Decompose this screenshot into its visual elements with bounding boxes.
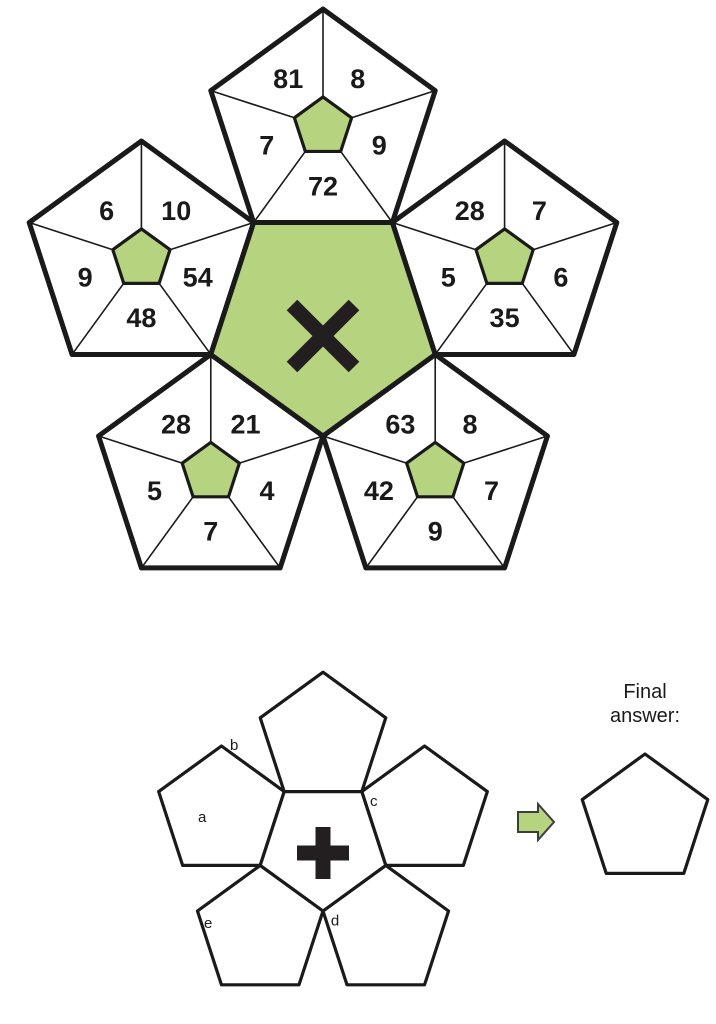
- petal-cell-value: 7: [203, 517, 218, 547]
- petal-cell-value: 10: [161, 196, 191, 226]
- petal-right: 5 35 6 7 28: [389, 138, 620, 357]
- petal-bottom-right: 63 42 9 7 8: [320, 351, 550, 571]
- vertex-label-d: d: [331, 913, 339, 930]
- vertex-label-b: b: [230, 737, 238, 754]
- petal-cell-value: 8: [350, 64, 365, 94]
- petal-spoke: [71, 282, 125, 355]
- vertex-label-c: c: [370, 793, 378, 810]
- petal-cell-value: 6: [553, 262, 568, 292]
- petal-spoke: [239, 435, 324, 464]
- petal-cell-value: 5: [147, 476, 162, 506]
- petal-top: 72 9 8 81 7: [208, 6, 438, 226]
- plus-icon: [297, 827, 349, 879]
- petal-cell-value: 9: [372, 130, 387, 160]
- petal-cell-value: 9: [78, 262, 93, 292]
- petal-cell-value: 7: [259, 130, 274, 160]
- petal-cell-value: 9: [428, 517, 443, 547]
- petal-cell-value: 7: [484, 476, 499, 506]
- petal-cell-value: 54: [183, 262, 213, 292]
- petal-spoke: [340, 150, 394, 224]
- petal-cell-value: 8: [462, 410, 477, 440]
- petal-spoke: [140, 496, 194, 569]
- petal-spoke: [252, 150, 306, 224]
- petal-hub-pentagon: [180, 440, 241, 499]
- arrow-right-icon: [517, 801, 556, 843]
- petal-cell-value: 4: [260, 476, 275, 506]
- petal-cell-value: 35: [490, 303, 520, 333]
- vertex-label-e: e: [204, 915, 212, 932]
- final-answer-group: Final answer:: [517, 681, 710, 876]
- petal-cell-value: 28: [455, 196, 485, 226]
- petal-cell-value: 21: [231, 410, 261, 440]
- petal-spoke: [227, 496, 281, 569]
- petal-spoke: [98, 435, 183, 464]
- final-answer-label-line2: answer:: [610, 705, 680, 727]
- final-answer-label-line1: Final: [623, 681, 666, 703]
- petal-cell-value: 48: [126, 303, 156, 333]
- petal-spoke: [210, 89, 295, 119]
- petal-spoke: [452, 496, 506, 569]
- petal-cell-value: 72: [308, 171, 338, 201]
- petal-spoke: [28, 221, 114, 251]
- petal-left: 54 10 6 9 48: [26, 138, 257, 357]
- petal-cell-value: 28: [161, 410, 191, 440]
- petal-spoke: [169, 221, 254, 251]
- petal-cell-value: 81: [273, 64, 303, 94]
- top-figure-multiply: 72 9 8 81 7 54 10 6 9 48 5 35 6 7 28 21 28 5 7 4 63 42 9 7 8: [26, 6, 620, 571]
- petal-spoke: [463, 435, 548, 464]
- petal-spoke: [392, 221, 477, 251]
- petal-cell-value: 7: [532, 196, 547, 226]
- vertex-label-a: a: [198, 809, 207, 826]
- petal-cell-value: 63: [385, 410, 415, 440]
- bottom-figure-plus: a b c d e: [157, 670, 489, 987]
- petal-cell-value: 42: [364, 476, 394, 506]
- petal-spoke: [521, 282, 575, 355]
- petal-spoke: [532, 221, 618, 251]
- petal-spoke: [158, 282, 212, 355]
- final-answer-pentagon[interactable]: [580, 752, 710, 876]
- answer-petal-top[interactable]: [258, 670, 388, 794]
- petal-hub-pentagon: [474, 227, 535, 285]
- petal-spoke: [434, 282, 488, 355]
- petal-spoke: [351, 89, 436, 119]
- petal-spoke: [365, 496, 419, 569]
- petal-cell-value: 5: [441, 262, 456, 292]
- petal-hub-pentagon: [405, 440, 466, 499]
- petal-hub-pentagon: [111, 227, 172, 285]
- petal-cell-value: 6: [99, 196, 114, 226]
- multiply-icon: [286, 299, 360, 373]
- petal-hub-pentagon: [292, 95, 354, 154]
- petal-spoke: [322, 435, 407, 464]
